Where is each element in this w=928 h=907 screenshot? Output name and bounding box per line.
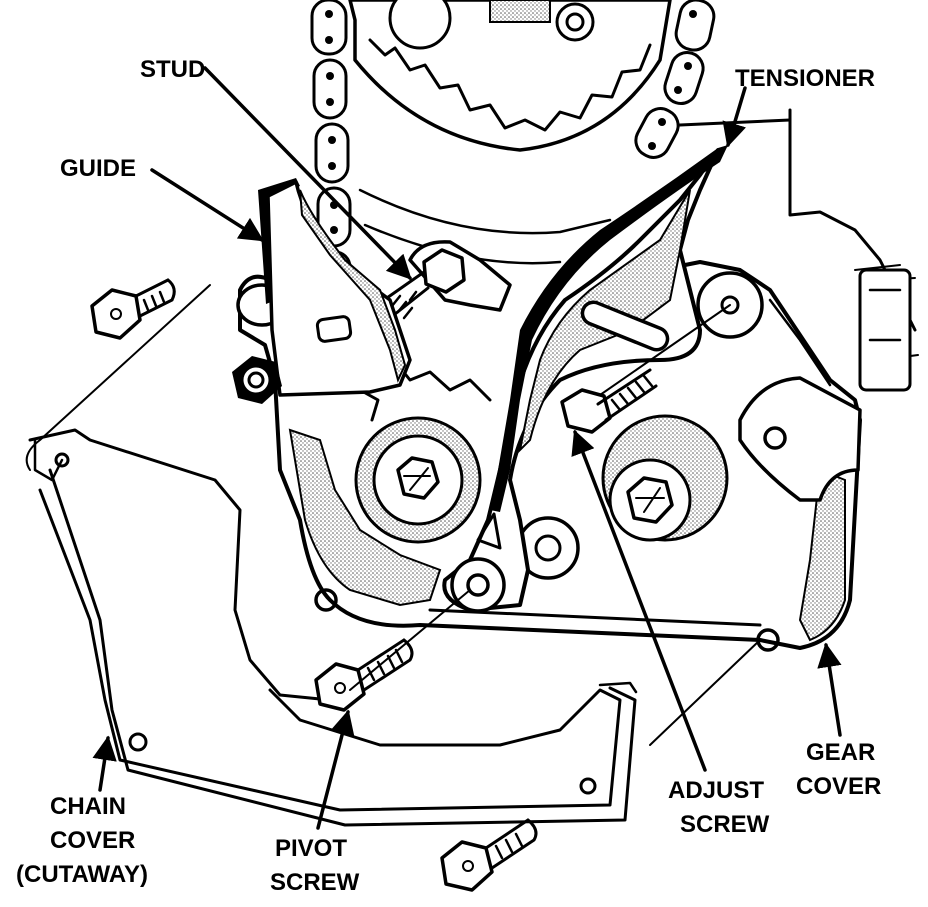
tensioner-leader <box>722 86 747 148</box>
label-guide: GUIDE <box>60 155 136 182</box>
engine-block <box>358 108 919 392</box>
leader-lines <box>92 66 842 830</box>
label-tensioner: TENSIONER <box>735 65 875 92</box>
label-stud: STUD <box>140 56 205 83</box>
adjust-slot-line <box>599 304 731 396</box>
label-adjust-screw-2: SCREW <box>680 811 770 838</box>
guide <box>232 178 412 404</box>
camshaft-sprocket <box>348 0 672 152</box>
labels: STUD TENSIONER GUIDE GEAR COVER ADJUST S… <box>16 56 881 896</box>
gear-cover-leader <box>817 642 842 737</box>
label-gear-cover-1: GEAR <box>806 739 875 766</box>
chain-cover-bolt-lower <box>440 818 538 892</box>
label-chain-cover-1: CHAIN <box>50 793 126 820</box>
adjust-screw-leader <box>571 429 707 772</box>
adjust-screw <box>560 368 658 434</box>
stud-leader <box>203 66 412 280</box>
pivot-screw-leader <box>316 709 355 830</box>
chain-cover-leader <box>92 735 117 792</box>
label-chain-cover-2: COVER <box>50 827 135 854</box>
stud <box>382 240 512 320</box>
guide-leader <box>150 168 265 242</box>
intermediate-shaft-hub <box>601 414 729 542</box>
tensioner <box>442 145 728 613</box>
pivot-to-tensioner-line <box>349 589 471 691</box>
label-gear-cover-2: COVER <box>796 773 881 800</box>
chain-cover <box>25 284 761 827</box>
crankshaft-sprocket <box>354 353 492 544</box>
chain-cover-bolt-upper <box>90 278 176 340</box>
label-pivot-screw-1: PIVOT <box>275 835 347 862</box>
label-adjust-screw-1: ADJUST <box>668 777 764 804</box>
pivot-screw <box>314 638 414 712</box>
chain-right-strand <box>634 0 716 159</box>
label-pivot-screw-2: SCREW <box>270 869 360 896</box>
label-chain-cover-3: (CUTAWAY) <box>16 861 148 888</box>
